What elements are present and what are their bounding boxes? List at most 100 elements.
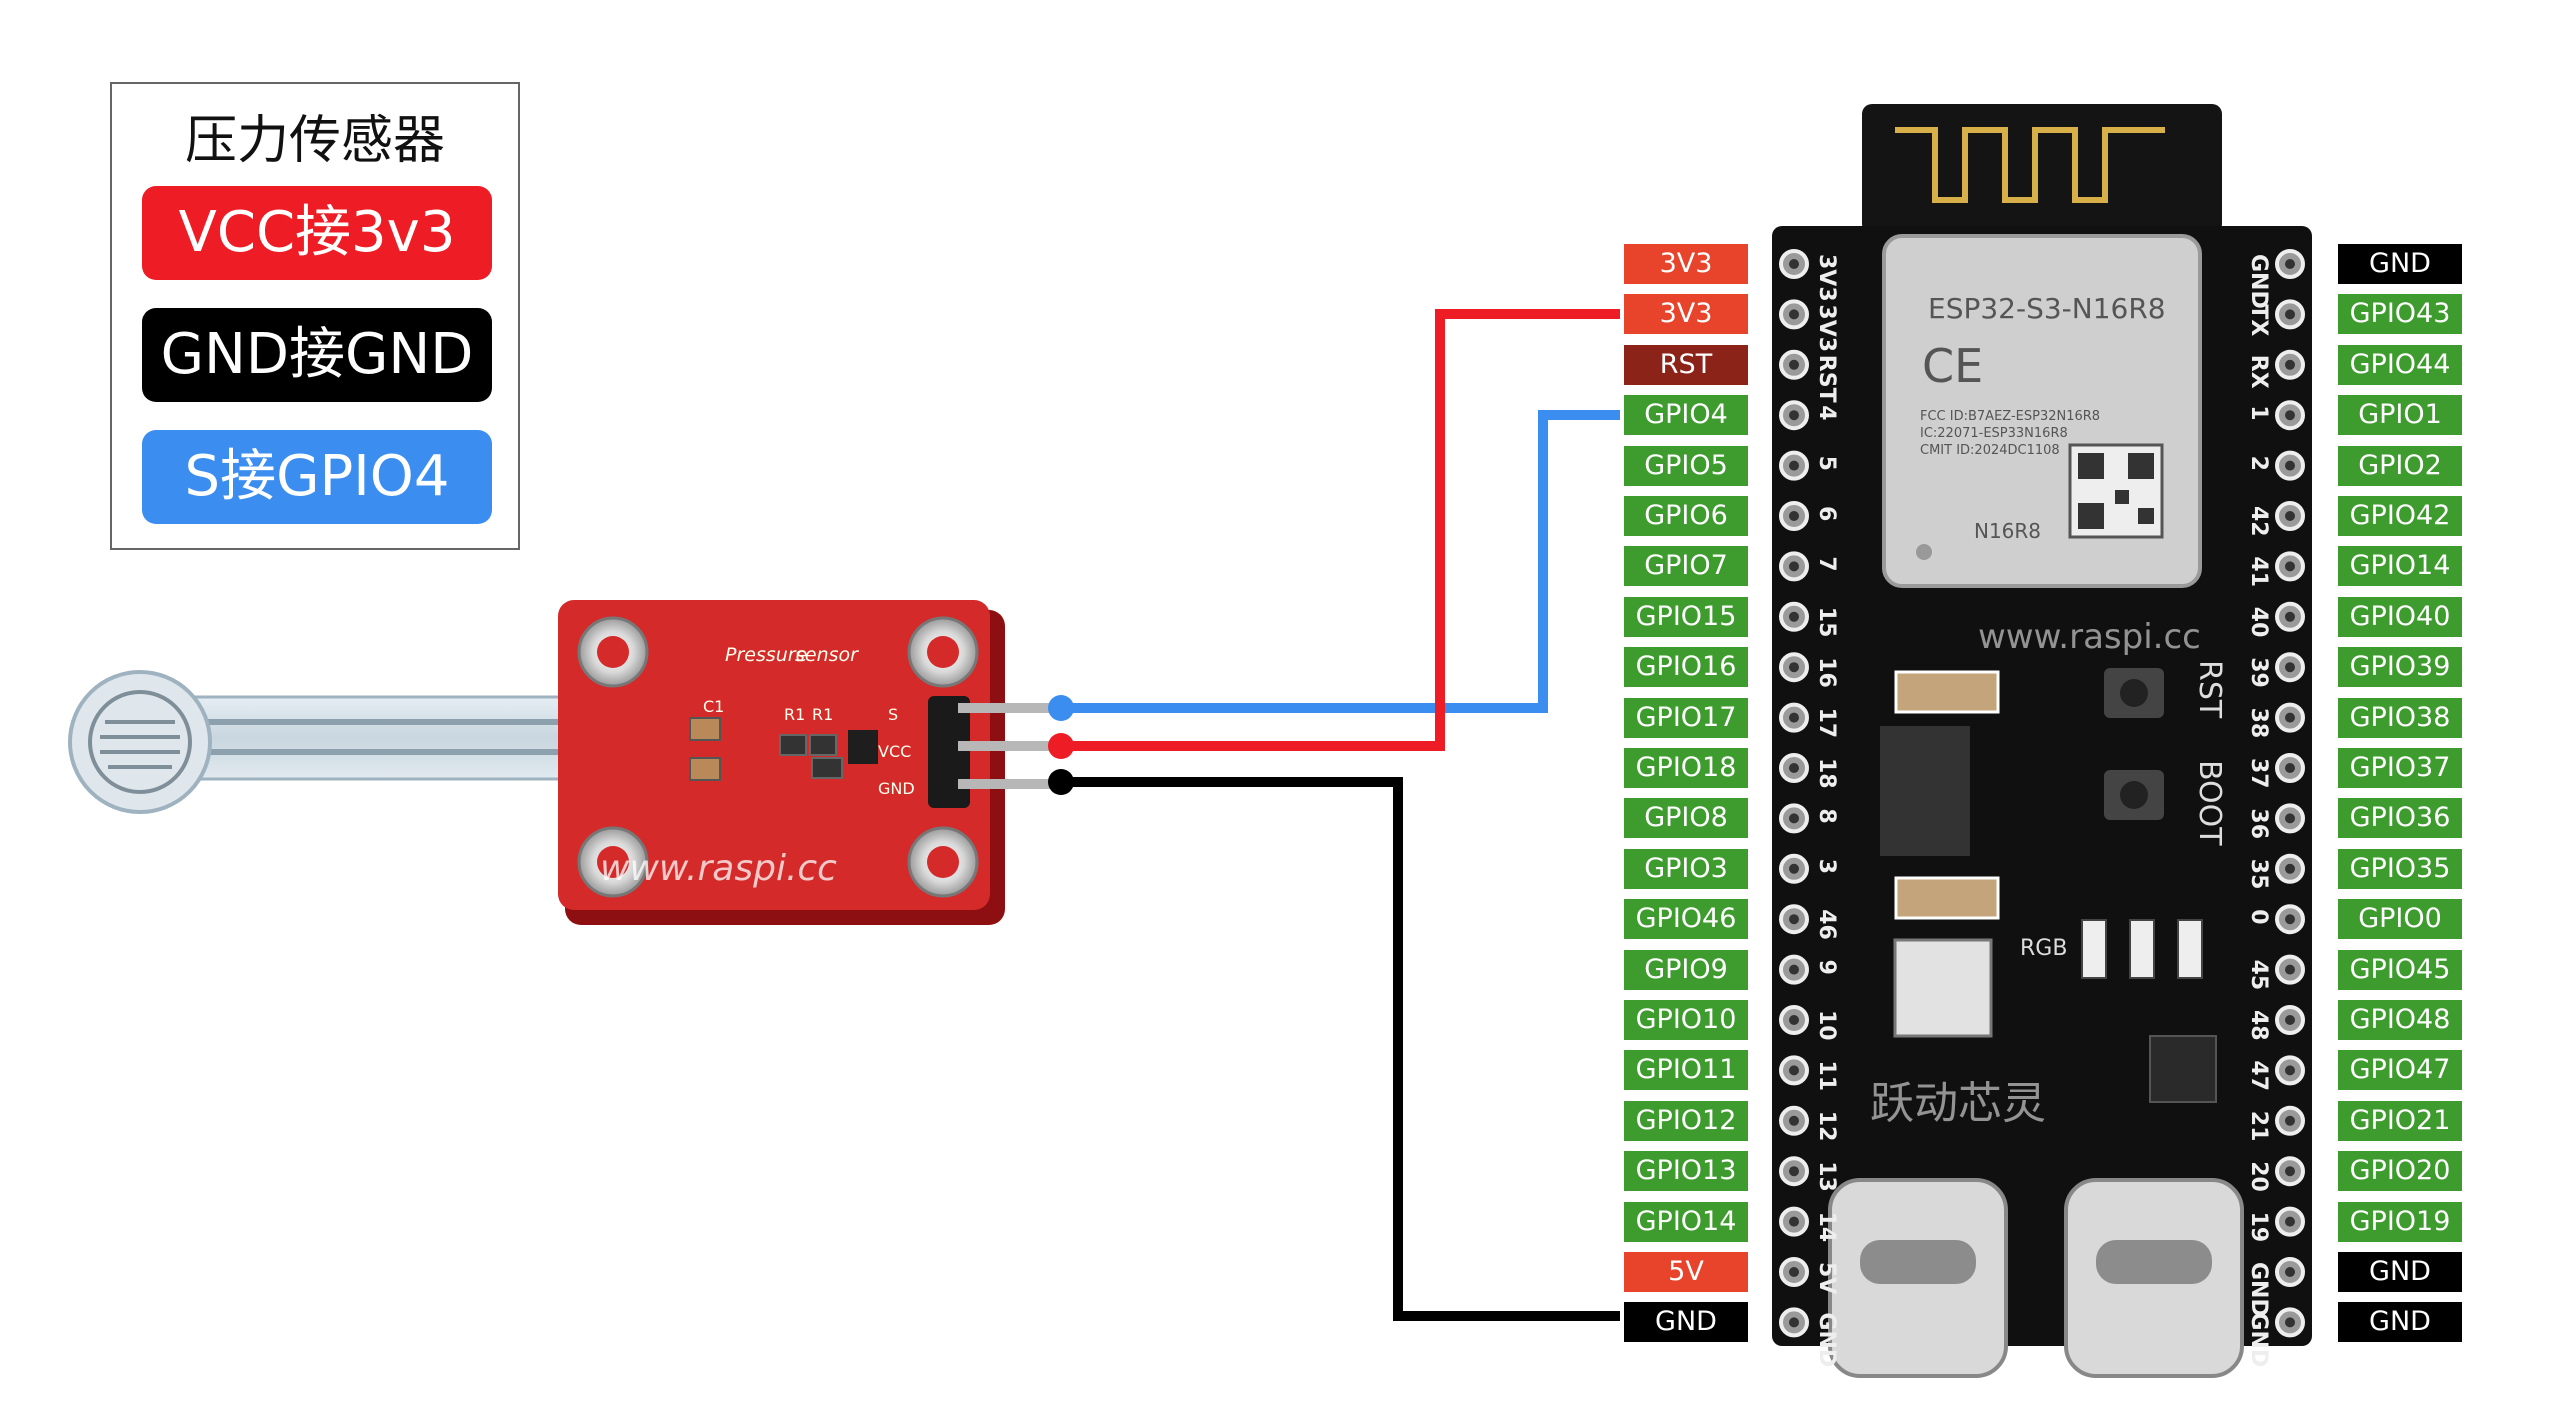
fcc-line-2: IC:22071-ESP33N16R8	[1920, 426, 2068, 441]
wire-signal-s-to-gpio4	[1058, 410, 1620, 713]
silk-label-right-6: 41	[2246, 556, 2271, 587]
silk-label-left-13: 46	[1814, 909, 1839, 940]
header-pin-gnd	[958, 779, 1058, 789]
pin-label-right-gpio38-9: GPIO38	[2338, 697, 2462, 738]
esp32-dev-board: ESP32-S3-N16R8 CE FCC ID:B7AEZ-ESP32N16R…	[1772, 104, 2312, 1378]
pin-label-right-gnd-21: GND	[2338, 1302, 2462, 1343]
pin-label-left-gpio6-5: GPIO6	[1624, 496, 1748, 536]
pin-label-right-gpio19-19: GPIO19	[2338, 1201, 2462, 1242]
silk-label-left-5: 6	[1814, 506, 1839, 521]
silk-label-left-18: 13	[1814, 1161, 1839, 1192]
pin-label-left-5v-20: 5V	[1624, 1252, 1748, 1292]
pin-label-left-gpio15-7: GPIO15	[1624, 596, 1748, 637]
silk-label-right-19: 19	[2246, 1212, 2271, 1243]
pin-label-left-gnd-21: GND	[1624, 1302, 1748, 1343]
silk-label-left-8: 16	[1814, 657, 1839, 688]
board-watermark: www.raspi.cc	[1978, 617, 2201, 657]
pin-label-left-gpio13-18: GPIO13	[1624, 1151, 1748, 1192]
silk-label-right-3: 1	[2246, 405, 2271, 420]
silk-label-right-20: GND	[2246, 1262, 2271, 1317]
silk-label-right-13: 0	[2246, 909, 2271, 924]
pin-label-left-gpio3-12: GPIO3	[1624, 848, 1748, 889]
pin-label-right-gpio45-14: GPIO45	[2338, 949, 2462, 990]
sensor-watermark: www.raspi.cc	[600, 848, 837, 889]
pin-label-right-gpio44-2: GPIO44	[2338, 344, 2462, 385]
capacitor-c1	[689, 717, 721, 741]
silk-label-left-14: 9	[1814, 960, 1839, 975]
rgb-label: RGB	[2020, 936, 2067, 961]
pin-label-left-rst-2: RST	[1624, 344, 1748, 385]
silk-label-right-10: 37	[2246, 758, 2271, 789]
silk-label-left-12: 3	[1814, 859, 1839, 874]
silk-label-left-9: 17	[1814, 708, 1839, 739]
pin-label-left-3v3-0: 3V3	[1624, 244, 1748, 284]
pin-label-left-gpio17-9: GPIO17	[1624, 697, 1748, 738]
silk-label-right-2: RX	[2246, 355, 2271, 389]
silk-label-right-1: TX	[2246, 304, 2271, 336]
silk-label-left-15: 10	[1814, 1010, 1839, 1041]
legend-item-vcc: VCC接3v3	[142, 186, 492, 280]
pin-label-right-gpio40-7: GPIO40	[2338, 596, 2462, 637]
resistor-r1	[779, 734, 807, 756]
wire-vcc-to-3v3	[1058, 309, 1620, 751]
silk-label-right-15: 48	[2246, 1010, 2271, 1041]
silk-label-left-16: 11	[1814, 1060, 1839, 1091]
pin-label-left-gpio14-19: GPIO14	[1624, 1201, 1748, 1242]
pcb-antenna-trace	[1895, 127, 2165, 203]
pin-label-right-gpio20-18: GPIO20	[2338, 1151, 2462, 1192]
pin-label-right-gpio43-1: GPIO43	[2338, 294, 2462, 335]
status-led-1	[2081, 919, 2107, 979]
capacitor-large-2	[1894, 876, 2000, 920]
pin-label-right-gpio21-17: GPIO21	[2338, 1100, 2462, 1141]
silk-label-left-20: 5V	[1814, 1262, 1839, 1294]
silk-label-right-8: 39	[2246, 657, 2271, 688]
label-pin-gnd: GND	[878, 779, 915, 798]
silk-label-right-5: 42	[2246, 506, 2271, 537]
status-led-2	[2129, 919, 2155, 979]
capacitor-large-1	[1894, 670, 2000, 714]
silk-label-right-21: GND	[2246, 1312, 2271, 1367]
board-brand: 跃动芯灵	[1870, 1078, 2046, 1129]
pin-label-left-gpio4-3: GPIO4	[1624, 395, 1748, 436]
sensor-title-right: sensor	[795, 644, 859, 666]
silk-label-left-19: 14	[1814, 1212, 1839, 1243]
legend-item-gnd: GND接GND	[142, 308, 492, 402]
antenna-area	[1862, 104, 2222, 234]
pin-label-left-gpio10-15: GPIO10	[1624, 1000, 1748, 1040]
pin-label-right-gpio1-3: GPIO1	[2338, 395, 2462, 436]
pin-label-right-gpio35-12: GPIO35	[2338, 848, 2462, 889]
pin-label-right-gpio47-16: GPIO47	[2338, 1050, 2462, 1091]
pin-label-right-gpio0-13: GPIO0	[2338, 899, 2462, 940]
fcc-line-3: CMIT ID:2024DC1108	[1920, 443, 2060, 458]
fcc-line-1: FCC ID:B7AEZ-ESP32N16R8	[1920, 409, 2100, 424]
pin-label-right-gpio14-6: GPIO14	[2338, 546, 2462, 587]
silk-label-right-7: 40	[2246, 607, 2271, 638]
pin-label-left-3v3-1: 3V3	[1624, 294, 1748, 335]
pin-label-right-gpio39-8: GPIO39	[2338, 647, 2462, 688]
silk-label-right-16: 47	[2246, 1060, 2271, 1091]
voltage-regulator	[1880, 726, 1970, 856]
pin-label-left-gpio7-6: GPIO7	[1624, 546, 1748, 587]
label-r1b: R1	[812, 705, 833, 724]
legend-title: 压力传感器	[184, 111, 445, 171]
fsr-pad-ring	[88, 690, 192, 794]
silk-label-left-21: GND	[1814, 1312, 1839, 1367]
silk-label-right-14: 45	[2246, 960, 2271, 991]
pin-label-left-gpio16-8: GPIO16	[1624, 647, 1748, 688]
rst-label: RST	[2192, 660, 2227, 719]
usb-uart-chip	[2149, 1035, 2217, 1103]
amplifier-ic	[848, 730, 878, 764]
pin-label-right-gpio36-11: GPIO36	[2338, 798, 2462, 839]
pin-label-right-gpio37-10: GPIO37	[2338, 748, 2462, 788]
pin-label-right-gpio42-5: GPIO42	[2338, 496, 2462, 536]
wire-dot-s	[1048, 695, 1074, 721]
label-pin-vcc: VCC	[878, 742, 911, 761]
legend-item-signal: S接GPIO4	[142, 430, 492, 524]
fsr-film-tail	[148, 695, 622, 781]
header-pin-s	[958, 703, 1058, 713]
pressure-sensor-module: Pressure sensor C1 R1 R1 S VCC GND www.r…	[558, 600, 1058, 925]
silk-label-left-17: 12	[1814, 1111, 1839, 1142]
wire-gnd-to-gnd	[1058, 777, 1620, 1321]
ce-mark: CE	[1922, 339, 1983, 393]
pin-label-right-gnd-0: GND	[2338, 244, 2462, 284]
